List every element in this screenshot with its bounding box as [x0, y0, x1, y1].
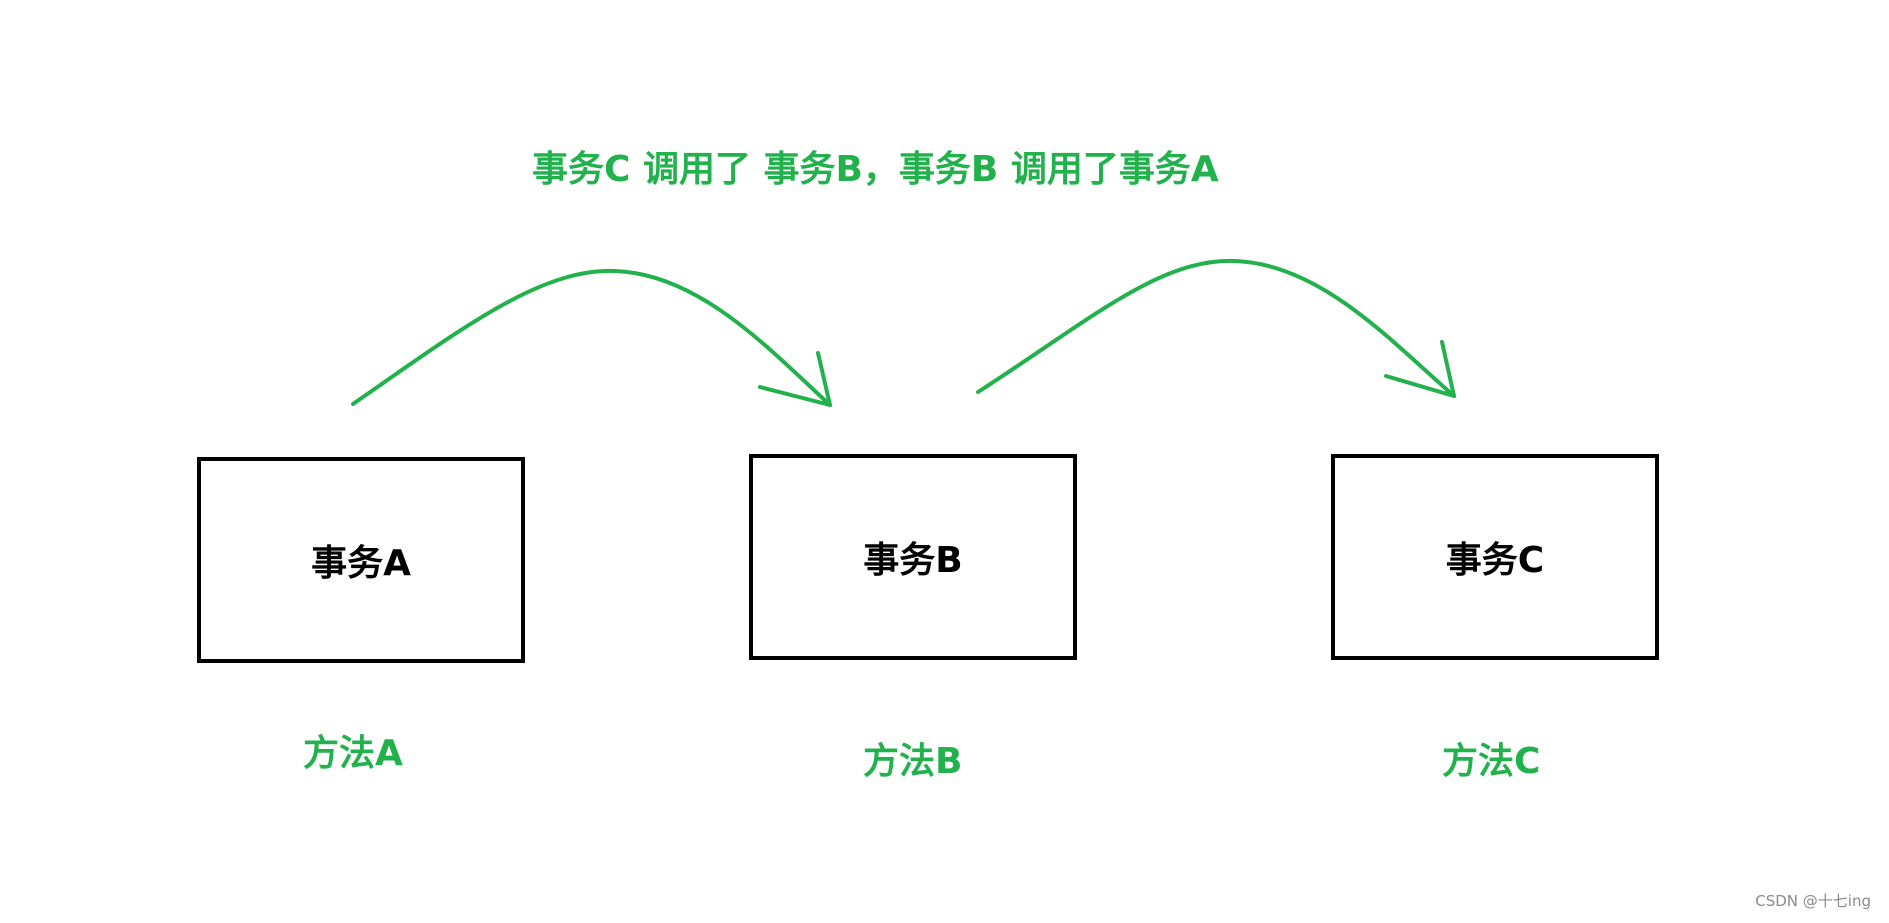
transaction-box-a: 事务A: [197, 457, 525, 663]
method-label-b: 方法B: [863, 741, 963, 782]
arrowhead-b-to-c: [1384, 340, 1456, 398]
method-label-a: 方法A: [303, 733, 403, 774]
arrow-b-to-c: [976, 258, 1456, 398]
transaction-label-c: 事务C: [1445, 540, 1545, 581]
arrow-a-to-b: [351, 268, 832, 407]
arrowhead-a-to-b: [758, 351, 832, 407]
transaction-label-b: 事务B: [863, 540, 963, 581]
diagram-caption: 事务C 调用了 事务B，事务B 调用了事务A: [532, 149, 1219, 190]
method-label-c: 方法C: [1442, 741, 1541, 782]
transaction-box-b: 事务B: [749, 454, 1077, 660]
transaction-label-a: 事务A: [311, 543, 411, 584]
watermark-text: CSDN @十七ing: [1755, 892, 1871, 910]
transaction-box-c: 事务C: [1331, 454, 1659, 660]
